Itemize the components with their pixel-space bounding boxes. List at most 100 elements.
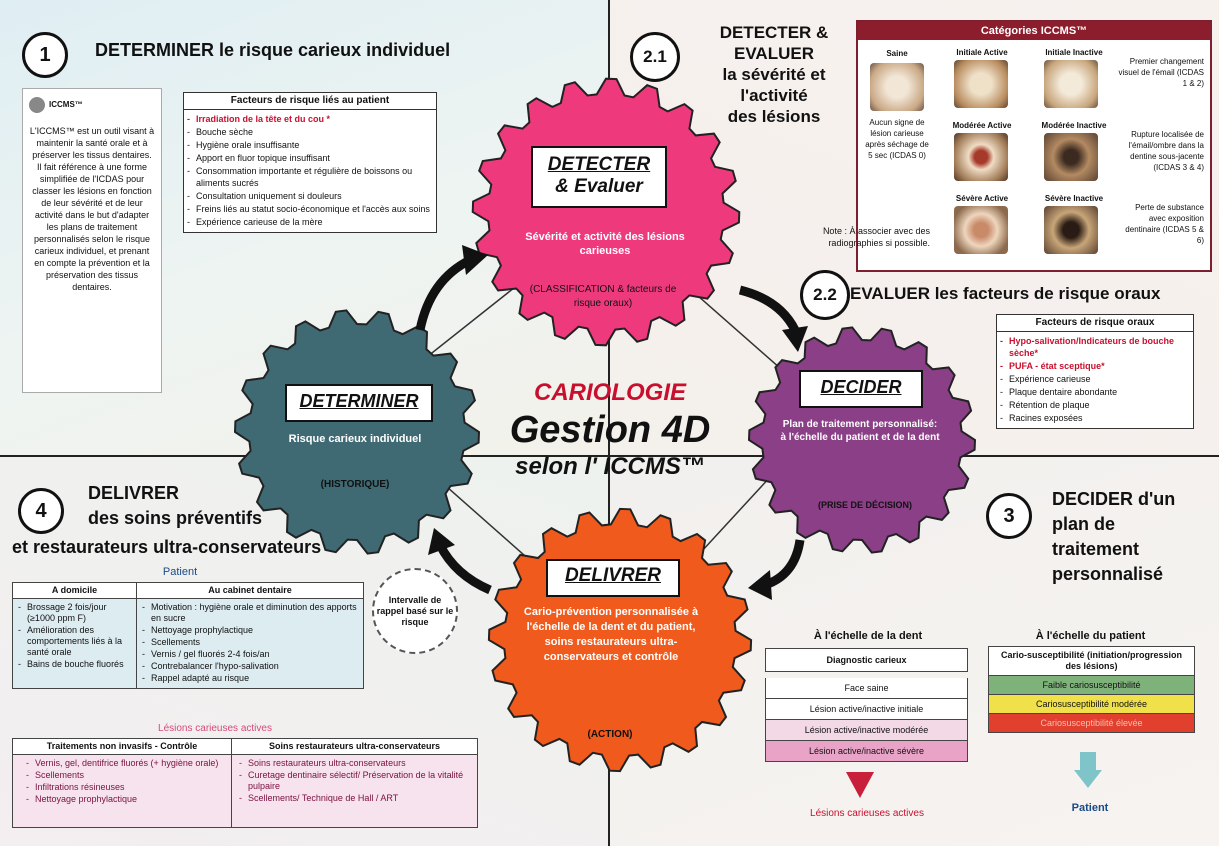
determiner-note: (HISTORIQUE): [320, 479, 390, 490]
restorative-header: Soins restaurateurs ultra-conservateurs: [231, 738, 478, 755]
center-title-line1: CARIOLOGIE: [533, 379, 686, 406]
home-care-cell: Brossage 2 fois/jour (≥1000 ppm F)Amélio…: [12, 598, 137, 689]
oral-risk-list: Hypo-salivation/Indicateurs de bouche sè…: [997, 332, 1193, 428]
iccms-logo: ICCMS™: [29, 97, 155, 113]
noninvasive-item: Scellements: [26, 770, 225, 781]
risk-low-row: Faible cariosusceptibilité: [989, 676, 1194, 695]
category-label: Sévère Active: [955, 194, 1009, 203]
step-1-badge: 1: [22, 32, 68, 78]
risk-factor-item: Freins liés au statut socio-économique e…: [187, 203, 430, 215]
iccms-categories-panel: Catégories ICCMS™ Saine Aucun signe de l…: [856, 20, 1212, 272]
center-title-line2: Gestion 4D: [509, 409, 711, 451]
q2-title-line: l'activité: [740, 86, 808, 105]
radiography-note: Note : À associer avec des radiographies…: [822, 226, 930, 248]
arrow-icon: [738, 285, 800, 333]
center-title: CARIOLOGIE Gestion 4D selon l' ICCMS™: [460, 378, 760, 482]
decider-note: (PRISE DE DÉCISION): [817, 500, 912, 510]
vertical-divider: [608, 0, 610, 846]
col-home-header: A domicile: [12, 582, 137, 599]
step-4-badge: 4: [18, 488, 64, 534]
oral-risk-item: Expérience carieuse: [1000, 373, 1187, 385]
noninvasive-item: Infiltrations résineuses: [26, 782, 225, 793]
office-care-item: Rappel adapté au risque: [142, 673, 357, 684]
office-care-item: Motivation : hygiène orale et diminution…: [142, 602, 357, 624]
noninvasive-item: Nettoyage prophylactique: [26, 794, 225, 805]
q4-title-line2: des soins préventifs: [88, 508, 263, 528]
saine-label: Saine: [886, 49, 908, 58]
saine-column: Saine Aucun signe de lésion carieuse apr…: [862, 48, 932, 161]
risk-moderate-row: Cariosusceptibilité modérée: [989, 695, 1194, 714]
tooth-photo-saine: [870, 63, 924, 111]
restorative-item: Soins restaurateurs ultra-conservateurs: [239, 758, 471, 769]
arrow-head-icon: [462, 245, 488, 275]
step-2-1-badge: 2.1: [630, 32, 680, 82]
down-arrow-icon: [846, 772, 874, 798]
category-label: Modérée Active: [952, 121, 1012, 130]
categories-title: Catégories ICCMS™: [858, 22, 1210, 40]
q2-title-line: la sévérité et: [722, 65, 826, 84]
detecter-text: Sévérité et activité des lésions carieus…: [525, 231, 685, 257]
patient-risk-list: Irradiation de la tête et du cou *Bouche…: [184, 110, 436, 232]
oral-risk-box: Facteurs de risque oraux Hypo-salivation…: [996, 314, 1194, 429]
restorative-item: Curetage dentinaire sélectif/ Préservati…: [239, 770, 471, 792]
delivrer-label: DELIVRER: [546, 559, 680, 597]
patient-scale-header: Cario-susceptibilité (initiation/progres…: [989, 647, 1194, 676]
iccms-intro-text: L'ICCMS™ est un outil visant à maintenir…: [29, 126, 155, 292]
determiner-label: DETERMINER: [285, 384, 433, 422]
delivrer-note: (ACTION): [587, 729, 633, 740]
tooth-scale-row: Lésion active/inactive sévère: [765, 741, 968, 762]
detecter-gear: [471, 77, 741, 347]
q2-title: DETECTER & EVALUER la sévérité et l'acti…: [700, 22, 848, 127]
category-label: Initiale Inactive: [1045, 48, 1103, 57]
q4-title-line1: DELIVRER: [88, 483, 180, 503]
q2-title-line: DETECTER &: [719, 23, 829, 42]
noninvasive-header: Traitements non invasifs - Contrôle: [12, 738, 232, 755]
iccms-intro-box: ICCMS™ L'ICCMS™ est un outil visant à ma…: [22, 88, 162, 393]
active-lesions-label: Lésions carieuses actives: [158, 723, 272, 734]
oral-risk-item: Plaque dentaire abondante: [1000, 386, 1187, 398]
tooth-photo-active: [954, 60, 1008, 108]
risk-factor-item: Apport en fluor topique insuffisant: [187, 152, 430, 164]
office-care-item: Contrebalancer l'hypo-salivation: [142, 661, 357, 672]
patient-scale-table: Cario-susceptibilité (initiation/progres…: [988, 646, 1195, 733]
patient-scale-title: À l'échelle du patient: [1035, 630, 1146, 642]
arrow-head-icon: [748, 570, 772, 600]
risk-factor-item: Consommation importante et régulière de …: [187, 165, 430, 189]
office-care-item: Nettoyage prophylactique: [142, 625, 357, 636]
recall-interval-badge: Intervalle de rappel basé sur le risque: [372, 568, 458, 654]
office-care-item: Scellements: [142, 637, 357, 648]
tooth-scale-row: Lésion active/inactive modérée: [765, 720, 968, 741]
q2-title-line: des lésions: [727, 107, 821, 126]
oral-risk-item: Rétention de plaque: [1000, 399, 1187, 411]
category-label: Modérée Inactive: [1041, 121, 1107, 130]
patient-scale-footer: Patient: [1071, 802, 1109, 814]
q2-sub-title: EVALUER les facteurs de risque oraux: [850, 284, 1161, 303]
q3-title-line: personnalisé: [1052, 564, 1164, 584]
q3-title-line: traitement: [1052, 539, 1140, 559]
tooth-photo-active: [954, 206, 1008, 254]
q3-title: DECIDER d'un plan de traitement personna…: [1052, 487, 1175, 587]
decider-text: Plan de traitement personnalisé: à l'éch…: [780, 419, 940, 443]
category-desc: Premier changement visuel de l'émail (IC…: [1118, 57, 1204, 88]
tooth-photo-active: [954, 133, 1008, 181]
treatment-table: Traitements non invasifs - Contrôle Soin…: [12, 738, 478, 828]
category-label: Initiale Active: [956, 48, 1008, 57]
arrow-head-icon: [428, 528, 455, 555]
home-care-item: Brossage 2 fois/jour (≥1000 ppm F): [18, 602, 130, 624]
patient-risk-title: Facteurs de risque liés au patient: [184, 93, 436, 110]
decider-label: DECIDER: [799, 370, 923, 408]
risk-factor-item: Expérience carieuse de la mère: [187, 216, 430, 228]
risk-factor-item: Bouche sèche: [187, 126, 430, 138]
tooth-scale-title: À l'échelle de la dent: [813, 630, 923, 642]
oral-risk-item: Hypo-salivation/Indicateurs de bouche sè…: [1000, 335, 1187, 359]
q4-title-line3: et restaurateurs ultra-conservateurs: [12, 537, 322, 557]
risk-factor-item: Hygiène orale insuffisante: [187, 139, 430, 151]
q3-title-line: DECIDER d'un: [1052, 489, 1176, 509]
prevention-table: A domicile Au cabinet dentaire Brossage …: [12, 582, 364, 689]
q3-title-line: plan de: [1052, 514, 1116, 534]
restorative-item: Scellements/ Technique de Hall / ART: [239, 793, 471, 804]
risk-factor-item: Consultation uniquement si douleurs: [187, 190, 430, 202]
office-care-cell: Motivation : hygiène orale et diminution…: [136, 598, 364, 689]
arrow-head-icon: [782, 326, 808, 352]
